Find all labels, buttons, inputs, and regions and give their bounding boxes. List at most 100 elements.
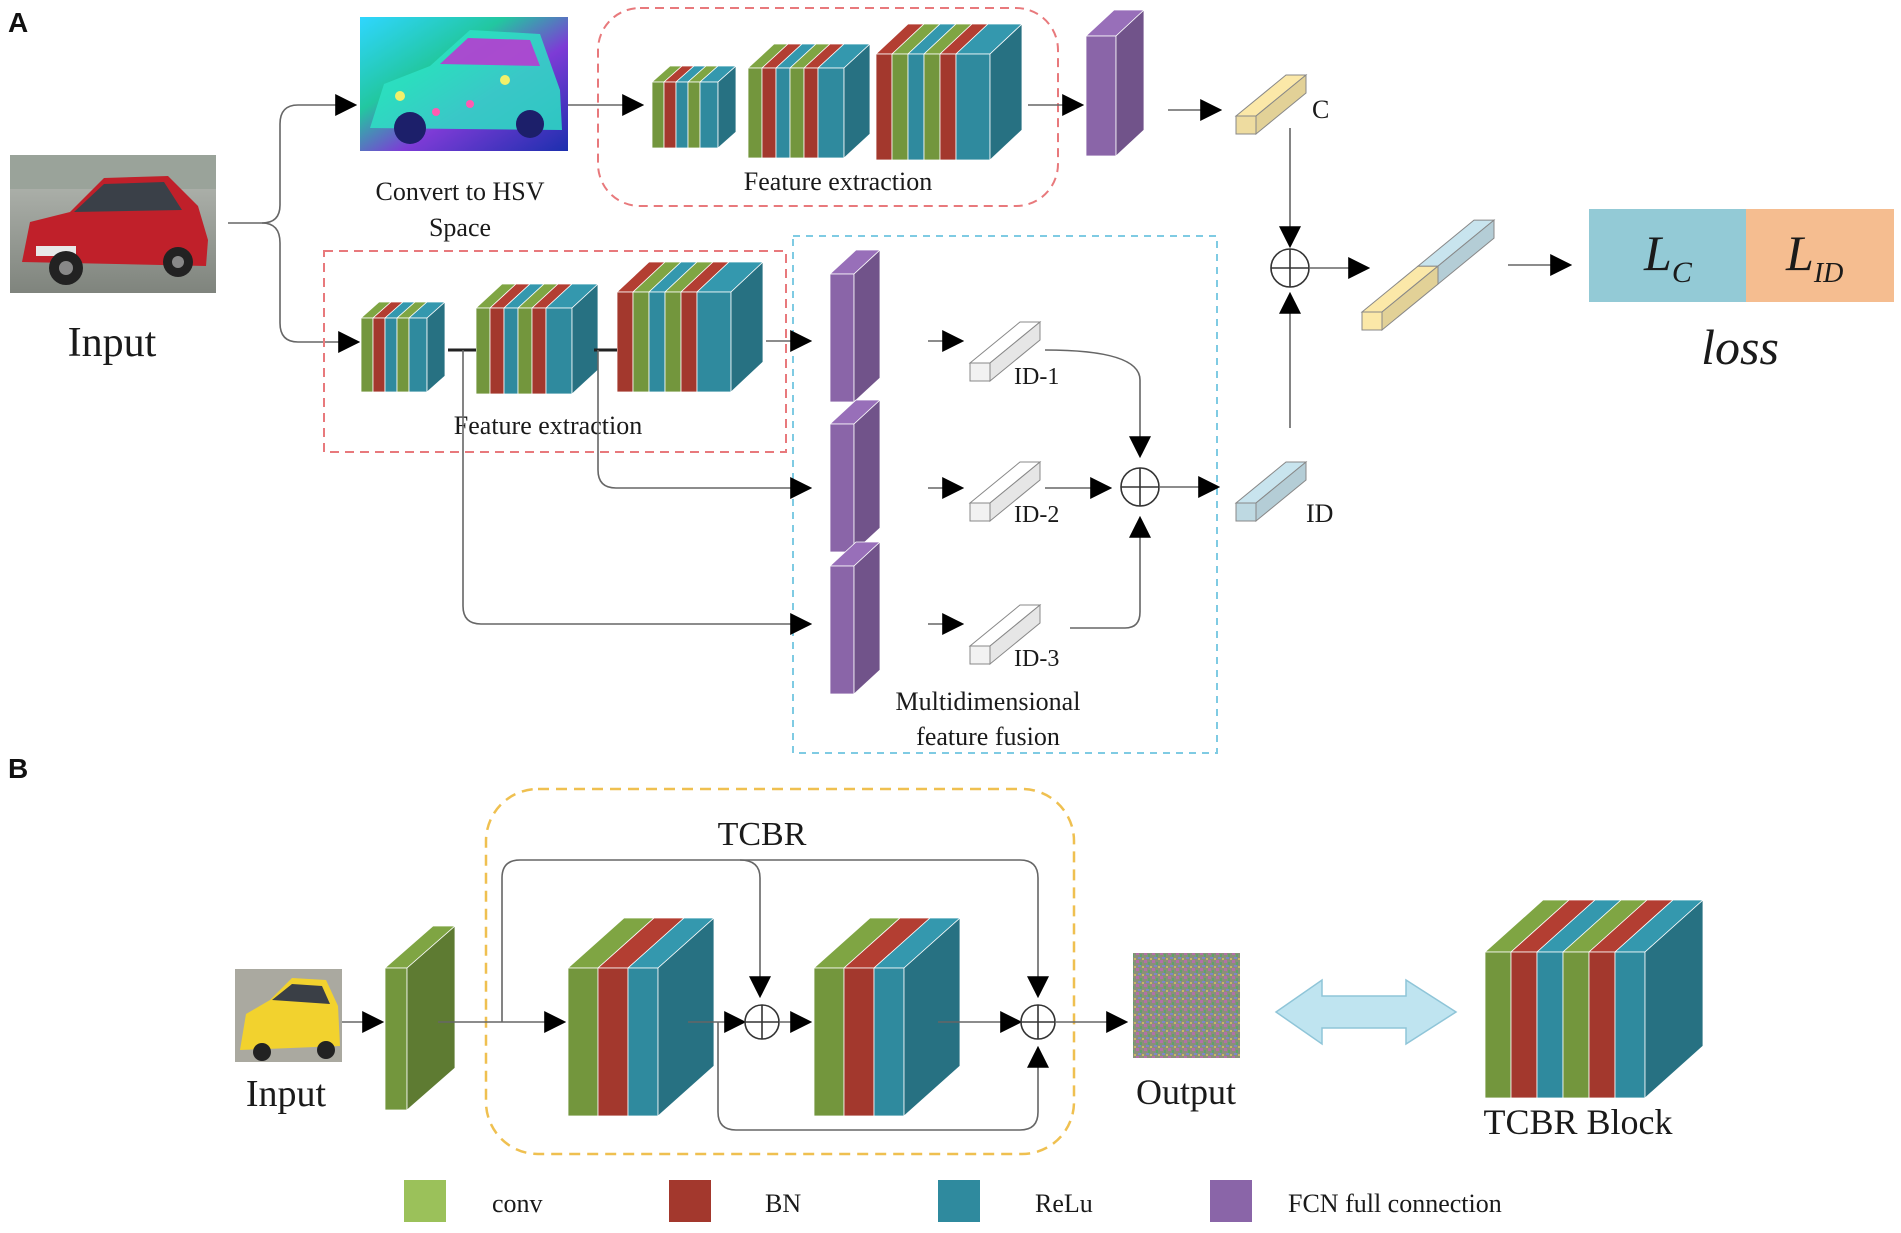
layer-face — [475, 307, 491, 395]
concat-sum-symbol — [1270, 248, 1310, 288]
layer-face — [664, 291, 682, 393]
fusion-label-line1: Multidimensional — [896, 687, 1081, 716]
sum2-symbol — [1020, 1004, 1056, 1040]
legend-label-conv: conv — [492, 1189, 543, 1218]
input-car-image — [10, 155, 216, 293]
vector-front — [969, 502, 991, 522]
input-label: Input — [68, 320, 157, 366]
tcbr-block-full — [1483, 899, 1705, 1099]
fused-vector — [1360, 219, 1496, 332]
layer-face — [1536, 951, 1564, 1099]
fusion-label-line2: feature fusion — [916, 722, 1060, 751]
tcbr-blocks — [383, 899, 1705, 1117]
layer-side — [853, 399, 881, 553]
tcbr-layer-block-1 — [566, 917, 716, 1117]
layer-face — [489, 307, 505, 395]
tcbr-label: TCBR — [718, 816, 807, 853]
layer-face — [761, 67, 777, 159]
layer-side — [1644, 899, 1704, 1099]
layer-face — [408, 317, 428, 393]
layer-face — [384, 967, 408, 1111]
fcn-layer-top — [1084, 9, 1146, 157]
conv-block — [383, 925, 457, 1111]
output-label: Output — [1136, 1072, 1236, 1112]
loss-id-box — [1746, 209, 1894, 302]
layer-face — [360, 317, 374, 393]
layer-face — [955, 53, 991, 161]
layer-side — [1115, 9, 1145, 157]
vector-front — [1235, 115, 1257, 135]
vector-front — [969, 645, 991, 665]
layer-side — [853, 541, 881, 695]
feature-block-top-1 — [650, 65, 738, 149]
output-feature-map-image — [1133, 953, 1240, 1058]
layer-face — [1484, 951, 1512, 1099]
layer-face — [372, 317, 386, 393]
fcn-layers — [828, 9, 1146, 695]
layer-face — [829, 565, 855, 695]
legend-swatch-bn — [669, 1180, 711, 1222]
id1-label: ID-1 — [1014, 364, 1059, 390]
hsv-image — [360, 17, 568, 151]
layer-face — [696, 291, 732, 393]
id2-label: ID-2 — [1014, 502, 1059, 528]
id3-vector — [968, 603, 1042, 666]
feature-extraction-box-bottom — [323, 250, 787, 453]
loss-label: loss — [1701, 319, 1779, 375]
layer-face — [1614, 951, 1646, 1099]
feature-extraction-box-top — [597, 7, 1059, 207]
hsv-label-line1: Convert to HSV — [376, 177, 545, 206]
layer-face — [627, 967, 659, 1117]
layer-face — [747, 67, 763, 159]
layer-face — [517, 307, 533, 395]
tcbr-box — [484, 787, 1076, 1156]
layer-face — [817, 67, 845, 159]
id-vector — [1234, 460, 1308, 523]
layer-face — [775, 67, 791, 159]
layer-face — [875, 53, 893, 161]
feature-blocks-bottom — [359, 261, 765, 395]
layer-face — [939, 53, 957, 161]
layer-face — [803, 67, 819, 159]
layer-face — [396, 317, 410, 393]
layer-side — [730, 261, 764, 393]
feature-blocks-top — [650, 23, 1024, 161]
layer-side — [853, 249, 881, 403]
layer-face — [829, 273, 855, 403]
feature-block-bottom-3 — [615, 261, 765, 393]
input-yellow-car-image — [235, 969, 342, 1062]
layer-face — [503, 307, 519, 395]
skip-bottom — [717, 1022, 1049, 1131]
legend-swatch-conv — [404, 1180, 446, 1222]
id3-to-sum-line — [1070, 515, 1151, 629]
layer-face — [531, 307, 547, 395]
legend-swatch-fcn-full-connection — [1210, 1180, 1252, 1222]
layer-face — [1085, 35, 1117, 157]
fcn-layer-3 — [828, 541, 882, 695]
loss-id-label: LID — [1785, 225, 1843, 289]
equivalence-double-arrow — [1274, 978, 1458, 1046]
feature-block-bottom-1 — [359, 301, 447, 393]
layer-side — [989, 23, 1023, 161]
feature-extraction-bottom-label: Feature extraction — [454, 411, 642, 440]
c-vector — [1234, 73, 1308, 136]
fcn-layer-2 — [828, 399, 882, 553]
layer-face — [813, 967, 845, 1117]
stage2-to-fcn2-line — [597, 350, 813, 499]
layer-side — [426, 301, 446, 393]
layer-face — [384, 317, 398, 393]
hsv-label-line2: Space — [429, 213, 491, 242]
loss-c-label: LC — [1643, 225, 1693, 289]
panel-label-b: B — [8, 753, 28, 784]
layer-face — [545, 307, 573, 395]
input-b-label: Input — [246, 1073, 327, 1115]
layer-face — [829, 423, 855, 553]
c-vector-label: C — [1312, 95, 1329, 124]
layer-side — [657, 917, 715, 1117]
feature-block-top-3 — [874, 23, 1024, 161]
skip-top-inner — [739, 859, 771, 999]
legend-label-bn: BN — [765, 1189, 801, 1218]
layer-face — [891, 53, 909, 161]
